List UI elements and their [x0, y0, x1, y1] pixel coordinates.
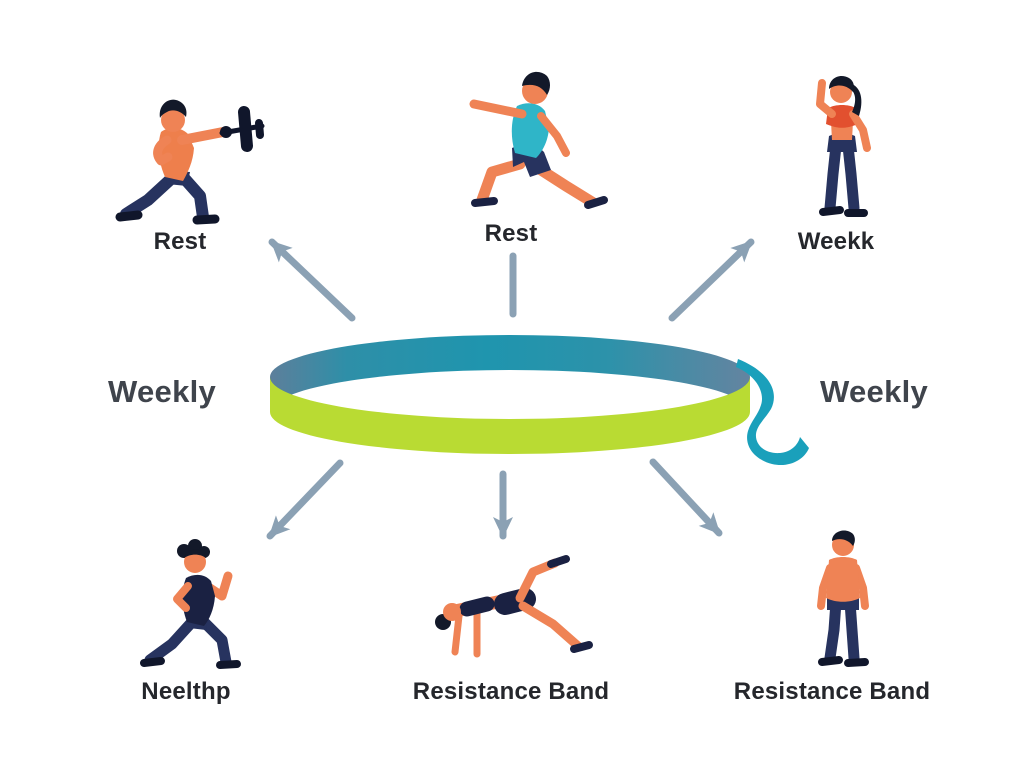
front-shoe	[471, 197, 498, 207]
dumbbell-plate	[238, 106, 253, 152]
node-label-bottom-center: Resistance Band	[412, 678, 610, 705]
arrow-upper-left	[268, 238, 356, 322]
figure-forward-lunge	[469, 71, 608, 209]
band-front	[270, 377, 750, 454]
grounded-leg	[518, 601, 583, 651]
back-shoe	[584, 196, 608, 209]
figure-standing-man	[817, 530, 869, 667]
hair	[522, 71, 550, 95]
figure-standing-woman-waving	[816, 76, 871, 217]
node-top-right	[780, 68, 905, 232]
raised-arm	[816, 79, 836, 118]
right-leg	[842, 140, 860, 214]
node-label-bottom-left: Neelthp	[141, 678, 231, 705]
left-shoe	[819, 206, 844, 216]
figure-lunge-with-dumbbell	[115, 99, 265, 225]
hair	[184, 549, 206, 558]
node-top-center	[438, 64, 608, 224]
node-bottom-left	[134, 536, 262, 670]
weekly-label-right: Weekly	[820, 374, 929, 409]
extended-arm	[177, 127, 228, 145]
right-arm	[852, 564, 869, 610]
hair	[159, 99, 187, 118]
left-leg	[824, 140, 842, 214]
front-leg	[178, 172, 209, 223]
head	[443, 603, 461, 621]
back-leg	[120, 172, 178, 220]
node-label-top-right: Weekk	[797, 228, 875, 255]
back-leg	[532, 162, 598, 208]
weekly-band-graphic	[270, 335, 809, 466]
hair	[832, 530, 855, 546]
hair	[829, 76, 854, 92]
node-bottom-center	[425, 555, 605, 664]
right-shoe	[844, 658, 869, 667]
band-ribbon-tail	[736, 359, 809, 466]
raised-leg	[515, 558, 560, 603]
bent-arm	[153, 135, 173, 166]
lowered-arm	[849, 110, 871, 152]
band-back	[270, 335, 750, 412]
figure-power-walk	[140, 539, 241, 669]
ponytail	[849, 84, 862, 116]
front-shoe	[216, 660, 241, 669]
weekly-label-left: Weekly	[108, 374, 217, 409]
dumbbell-end	[255, 119, 264, 139]
back-shoe	[140, 657, 165, 667]
support-arm-left	[451, 612, 463, 656]
left-arm	[817, 564, 834, 610]
torso	[826, 557, 860, 602]
back-leg	[144, 616, 198, 666]
sports-bra	[459, 596, 495, 617]
back-shoe	[115, 210, 143, 222]
extended-arm	[469, 99, 527, 119]
node-label-top-left: Rest	[153, 228, 207, 255]
head	[161, 108, 185, 132]
front-leg	[198, 616, 232, 668]
node-top-left	[110, 90, 268, 225]
left-leg	[824, 596, 842, 664]
head	[184, 551, 206, 573]
node-label-top-center: Rest	[484, 220, 538, 247]
hair-curl-top	[188, 539, 202, 553]
figure-glute-bridge	[435, 555, 593, 658]
hand-grip	[220, 126, 232, 138]
arrow-upper-right	[668, 238, 755, 322]
front-leg	[476, 158, 526, 206]
bent-arm	[173, 582, 192, 612]
node-label-bottom-right: Resistance Band	[733, 678, 931, 705]
grounded-shoe	[570, 641, 593, 653]
rear-arm	[537, 112, 570, 157]
node-bottom-right	[796, 526, 896, 688]
raised-shoe	[547, 555, 570, 568]
left-shoe	[818, 656, 843, 666]
right-leg	[844, 596, 860, 664]
front-shoe	[192, 214, 220, 225]
